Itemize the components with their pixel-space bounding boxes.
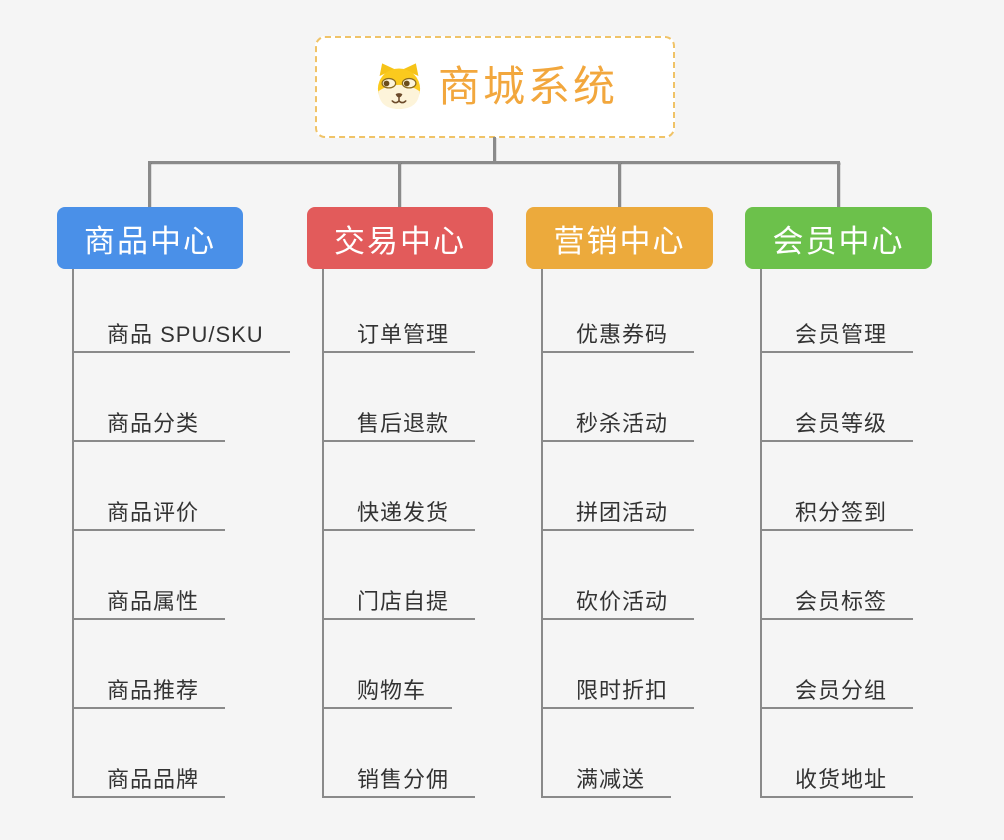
connector-drop-trade	[398, 162, 401, 207]
leaf-node[interactable]: 商品推荐	[72, 671, 226, 709]
leaf-node[interactable]: 秒杀活动	[541, 404, 695, 442]
connector-spine-trade	[322, 269, 324, 798]
leaf-node[interactable]: 商品分类	[72, 404, 226, 442]
leaf-node[interactable]: 门店自提	[322, 582, 476, 620]
connector-spine-product	[72, 269, 74, 798]
leaf-node[interactable]: 销售分佣	[322, 760, 476, 798]
leaf-node[interactable]: 商品属性	[72, 582, 226, 620]
root-title: 商城系统	[437, 63, 618, 110]
connector-spine-marketing	[541, 269, 543, 798]
branch-node-member-center[interactable]: 会员中心	[745, 207, 932, 269]
connector-root-stem	[493, 137, 496, 163]
leaf-node[interactable]: 满减送	[541, 760, 672, 798]
leaf-node[interactable]: 砍价活动	[541, 582, 695, 620]
branch-node-marketing-center[interactable]: 营销中心	[526, 207, 713, 269]
connector-drop-member	[837, 162, 840, 207]
leaf-node[interactable]: 会员分组	[760, 671, 914, 709]
leaf-node[interactable]: 拼团活动	[541, 493, 695, 531]
leaf-node[interactable]: 收货地址	[760, 760, 914, 798]
connector-horizontal	[148, 161, 840, 164]
leaf-node[interactable]: 会员管理	[760, 315, 914, 353]
root-node[interactable]: 商城系统	[315, 36, 675, 138]
leaf-node[interactable]: 会员等级	[760, 404, 914, 442]
leaf-node[interactable]: 积分签到	[760, 493, 914, 531]
leaf-node[interactable]: 会员标签	[760, 582, 914, 620]
shiba-dog-icon	[377, 63, 421, 109]
branch-node-product-center[interactable]: 商品中心	[57, 207, 243, 269]
leaf-node[interactable]: 商品评价	[72, 493, 226, 531]
leaf-node[interactable]: 限时折扣	[541, 671, 695, 709]
connector-drop-marketing	[618, 162, 621, 207]
leaf-node[interactable]: 订单管理	[322, 315, 476, 353]
leaf-node[interactable]: 优惠券码	[541, 315, 695, 353]
branch-node-trade-center[interactable]: 交易中心	[307, 207, 493, 269]
leaf-node[interactable]: 商品 SPU/SKU	[72, 315, 290, 353]
leaf-node[interactable]: 购物车	[322, 671, 453, 709]
connector-drop-product	[148, 162, 151, 207]
leaf-node[interactable]: 售后退款	[322, 404, 476, 442]
leaf-node[interactable]: 快递发货	[322, 493, 476, 531]
leaf-node[interactable]: 商品品牌	[72, 760, 226, 798]
connector-spine-member	[760, 269, 762, 798]
